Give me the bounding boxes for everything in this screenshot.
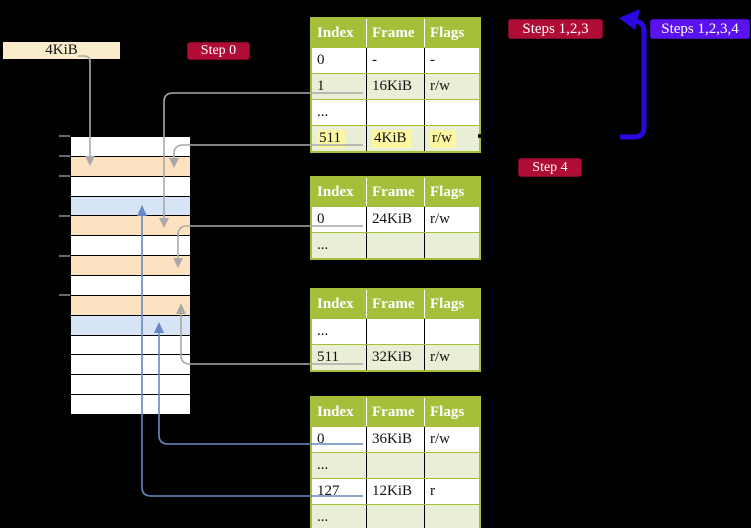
table-cell: r/w xyxy=(424,126,479,151)
column-header-frame: Frame xyxy=(366,19,424,47)
table-cell: r/w xyxy=(424,207,479,232)
column-header-frame: Frame xyxy=(366,398,424,426)
page-table-3-row-0: ... xyxy=(312,318,479,344)
column-header-flags: Flags xyxy=(424,290,479,318)
table-cell: r xyxy=(424,479,479,504)
stack-row-5 xyxy=(71,236,190,257)
table-cell: ... xyxy=(317,323,329,339)
stack-row-13 xyxy=(71,395,190,415)
column-header-flags: Flags xyxy=(424,178,479,206)
badge-step-4-label: Step 4 xyxy=(532,159,568,175)
highlighted-value: r/w xyxy=(430,129,456,148)
badge-steps-1234: Steps 1,2,3,4 xyxy=(650,19,750,39)
table-cell: 511 xyxy=(312,126,366,151)
table-cell xyxy=(424,233,479,258)
table-cell: - xyxy=(424,48,479,73)
page-table-4-row-3: ... xyxy=(312,504,479,528)
table-cell: 36KiB xyxy=(366,427,424,452)
stack-row-10 xyxy=(71,335,190,356)
table-cell xyxy=(366,100,424,125)
page-table-1-row-3: 511 4KiB r/w xyxy=(312,125,479,151)
badge-step-4: Step 4 xyxy=(518,158,582,177)
column-header-index: Index xyxy=(317,183,354,200)
column-header-frame: Frame xyxy=(366,290,424,318)
table-cell: 16KiB xyxy=(366,74,424,99)
stack-row-12 xyxy=(71,375,190,396)
stack-row-8 xyxy=(71,295,190,316)
badge-step-0: Step 0 xyxy=(187,42,250,60)
stack-row-1 xyxy=(71,156,190,177)
table-cell: ... xyxy=(317,509,329,525)
table-cell: ... xyxy=(317,104,329,120)
column-header-frame: Frame xyxy=(366,178,424,206)
table-cell xyxy=(366,319,424,344)
table-cell xyxy=(424,505,479,528)
stack-row-4 xyxy=(71,216,190,237)
table-cell: 0 xyxy=(317,431,325,447)
table-cell: r/w xyxy=(424,74,479,99)
column-header-flags: Flags xyxy=(424,19,479,47)
table-cell: 127 xyxy=(317,483,340,499)
table-cell: r/w xyxy=(424,427,479,452)
column-header-index: Index xyxy=(317,295,354,312)
highlighted-value: 4KiB xyxy=(372,129,411,148)
stack-row-6 xyxy=(71,256,190,277)
table-cell: - xyxy=(366,48,424,73)
column-header-index: Index xyxy=(317,403,354,420)
stack-row-7 xyxy=(71,276,190,296)
table-cell: 0 xyxy=(317,211,325,227)
table-cell: 511 xyxy=(317,349,339,365)
stack-row-0 xyxy=(71,137,190,157)
stack-row-2 xyxy=(71,176,190,197)
table-cell xyxy=(424,319,479,344)
table-cell xyxy=(424,100,479,125)
table-cell: ... xyxy=(317,237,329,253)
physical-memory-stack xyxy=(70,136,191,415)
stack-row-11 xyxy=(71,355,190,376)
page-table-1-row-2: ... xyxy=(312,99,479,125)
page-table-1-row-0: 0 -- xyxy=(312,47,479,73)
table-cell: 1 xyxy=(317,78,325,94)
badge-step-0-label: Step 0 xyxy=(200,43,237,58)
column-header-flags: Flags xyxy=(424,398,479,426)
table-cell xyxy=(366,505,424,528)
table-cell: 4KiB xyxy=(366,126,424,151)
table-cell: 24KiB xyxy=(366,207,424,232)
column-header-index: Index xyxy=(317,24,354,41)
table-cell: 12KiB xyxy=(366,479,424,504)
highlighted-value: 511 xyxy=(317,129,345,148)
badge-steps-123: Steps 1,2,3 xyxy=(508,19,603,39)
table-cell: 0 xyxy=(317,52,325,68)
table-cell: ... xyxy=(317,457,329,473)
page-table-2-row-1: ... xyxy=(312,232,479,258)
stack-row-3 xyxy=(71,196,190,217)
table-cell: r/w xyxy=(424,345,479,370)
page-table-4-row-1: ... xyxy=(312,452,479,478)
table-cell xyxy=(366,453,424,478)
table-cell xyxy=(424,453,479,478)
badge-steps-123-label: Steps 1,2,3 xyxy=(522,20,589,37)
page-size-box: 4KiB xyxy=(3,42,120,59)
table-cell: 32KiB xyxy=(366,345,424,370)
badge-steps-1234-label: Steps 1,2,3,4 xyxy=(661,20,739,37)
stack-row-9 xyxy=(71,315,190,336)
address-ticks xyxy=(59,135,70,296)
table-cell xyxy=(366,233,424,258)
page-size-label: 4KiB xyxy=(45,42,78,58)
loop-arrow xyxy=(619,9,647,140)
